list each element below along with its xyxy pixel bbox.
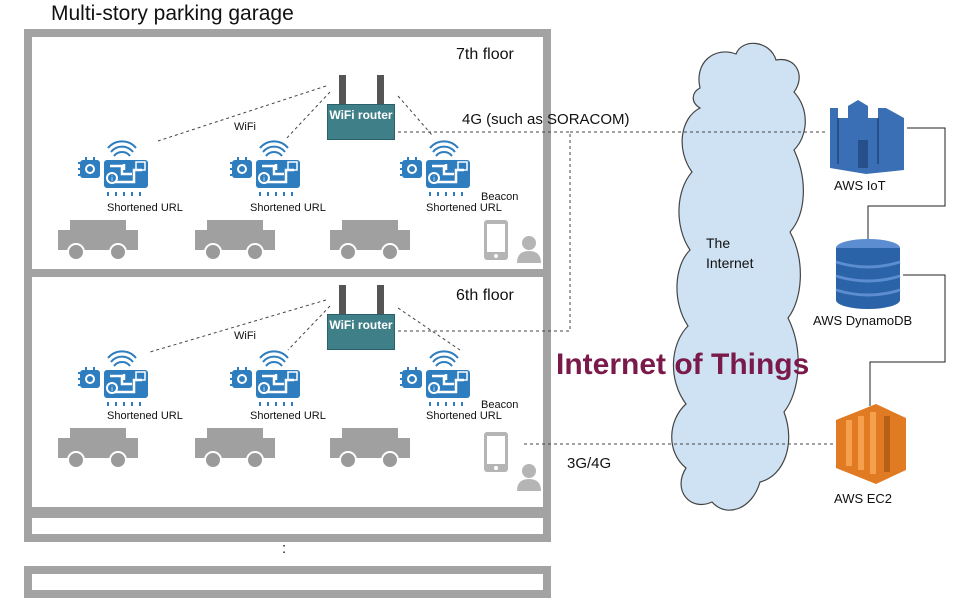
cloud-label: The Internet xyxy=(706,235,754,271)
wifi-router-icon: WiFi router xyxy=(327,104,395,140)
iot-headline: Internet of Things xyxy=(556,348,810,381)
beacon-board-icon xyxy=(398,350,472,408)
person-icon xyxy=(517,236,541,263)
floor-label-7: 7th floor xyxy=(456,46,514,63)
url-label: Shortened URL xyxy=(250,202,326,214)
beacon-board-icon xyxy=(76,350,150,408)
link-label-4g: 4G (such as SORACOM) xyxy=(462,111,630,128)
floor-7 xyxy=(57,75,541,263)
url-label: Shortened URL xyxy=(107,410,183,422)
link-label-3g4g: 3G/4G xyxy=(567,455,612,472)
beacon-board-icon xyxy=(76,140,150,198)
car-icon xyxy=(57,427,139,469)
car-icon xyxy=(194,219,276,261)
floor-6 xyxy=(57,285,541,491)
connection-lines xyxy=(398,127,946,445)
garage-frame xyxy=(24,29,551,598)
floor-label-6: 6th floor xyxy=(456,287,514,304)
diagram-title: Multi-story parking garage xyxy=(51,2,294,25)
router-label: WiFi router xyxy=(329,108,393,122)
aws-dynamodb-icon xyxy=(835,239,901,309)
url-label: Shortened URL xyxy=(426,410,502,422)
smartphone-icon xyxy=(484,432,508,472)
smartphone-icon xyxy=(484,220,508,260)
wifi-router-icon: WiFi router xyxy=(327,314,395,350)
beacon-board-icon xyxy=(228,350,302,408)
beacon-board-icon xyxy=(398,140,472,198)
wifi-label: WiFi xyxy=(234,330,256,342)
beacon-label: Beacon xyxy=(481,399,519,411)
aws-iot-label: AWS IoT xyxy=(834,178,886,193)
aws-dynamodb-label: AWS DynamoDB xyxy=(813,313,913,328)
router-label: WiFi router xyxy=(329,318,393,332)
aws-ec2-icon xyxy=(836,404,906,484)
car-icon xyxy=(329,219,411,261)
person-icon xyxy=(517,464,541,491)
aws-iot-icon xyxy=(830,100,904,174)
cloud-icon xyxy=(671,42,806,511)
aws-ec2-label: AWS EC2 xyxy=(834,491,893,506)
url-label: Shortened URL xyxy=(107,202,183,214)
car-icon xyxy=(329,427,411,469)
beacon-label: Beacon xyxy=(481,191,519,203)
car-icon xyxy=(57,219,139,261)
wifi-label: WiFi xyxy=(234,121,256,133)
url-label: Shortened URL xyxy=(426,202,502,214)
url-label: Shortened URL xyxy=(250,410,326,422)
more-floors-ellipsis: : xyxy=(282,540,287,557)
car-icon xyxy=(194,427,276,469)
beacon-board-icon xyxy=(228,140,302,198)
